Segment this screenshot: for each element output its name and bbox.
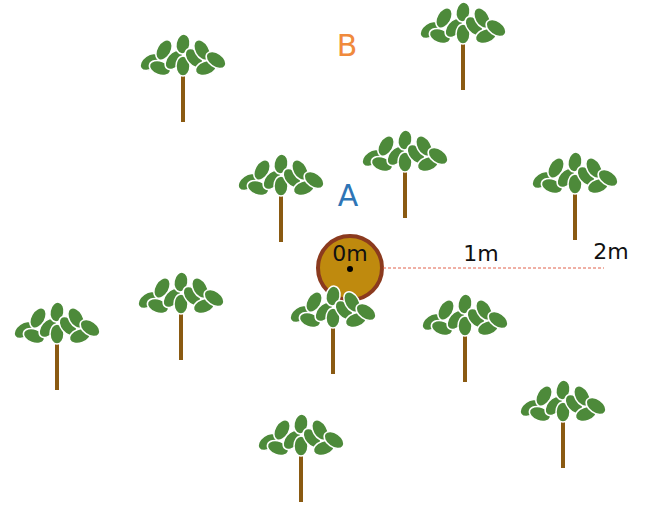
zone-circle	[92, 10, 608, 523]
center-dot	[347, 266, 353, 272]
distance-label: 2m	[593, 241, 628, 263]
zone-letter: A	[338, 181, 359, 211]
outer-zone: BA	[92, 10, 608, 523]
distance-label: 1m	[463, 243, 498, 265]
radius-line	[383, 268, 604, 269]
inner-zone: A	[221, 140, 479, 398]
distance-label: 0m	[332, 243, 367, 265]
zone-circle	[221, 140, 479, 398]
zone-letter: B	[337, 31, 358, 61]
